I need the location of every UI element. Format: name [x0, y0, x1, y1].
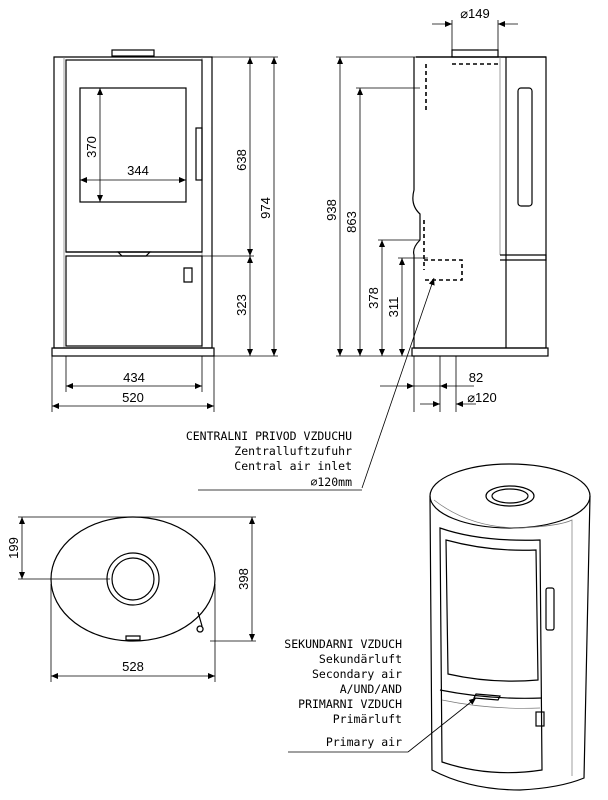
- air-flow-line-5: PRIMARNI VZDUCH: [298, 697, 402, 711]
- air-inlet-line-3: Central air inlet: [234, 459, 352, 473]
- air-flow-line-3: Secondary air: [312, 667, 402, 681]
- persp-flue-inner: [491, 488, 529, 504]
- side-door-handle-panel: [517, 87, 533, 207]
- dim-434-label: 434: [123, 370, 145, 385]
- side-split: [500, 254, 547, 261]
- dim-149-label: ⌀149: [460, 6, 490, 21]
- flue-collar: [451, 49, 499, 58]
- dim-344-label: 344: [127, 163, 149, 178]
- dim-520-label: 520: [122, 390, 144, 405]
- dim-82-label: 82: [469, 370, 483, 385]
- air-slider: [116, 251, 152, 257]
- air-flow-line-2: Sekundärluft: [319, 652, 402, 666]
- dim-638-label: 638: [234, 149, 249, 171]
- air-inlet-leader: [361, 277, 435, 489]
- dim-378-label: 378: [366, 287, 381, 309]
- side-view: ⌀149 938 863 378: [198, 6, 549, 491]
- persp-body: [429, 495, 591, 791]
- air-flow-line-6: Primärluft: [333, 712, 402, 726]
- persp-top: [429, 463, 591, 529]
- air-flow-leader: [407, 697, 477, 753]
- persp-glass: [445, 539, 539, 682]
- persp-front-edge: [433, 499, 573, 776]
- dim-311-label: 311: [386, 297, 401, 318]
- door-handle: [195, 127, 203, 181]
- persp-handle: [545, 587, 555, 631]
- top-lid: [111, 49, 155, 57]
- air-flow-label: SEKUNDARNI VZDUCH Sekundärluft Secondary…: [284, 637, 402, 749]
- air-flow-line-7: Primary air: [326, 735, 402, 749]
- top-handle: [196, 611, 204, 633]
- dim-398-label: 398: [236, 568, 251, 590]
- top-flue-inner: [111, 557, 155, 601]
- persp-latch: [535, 711, 545, 727]
- persp-split: [439, 689, 543, 699]
- air-flow-line-4: A/UND/AND: [340, 682, 402, 696]
- front-view: 370 344 638 323 974 434 520: [51, 49, 278, 412]
- side-base: [411, 347, 549, 357]
- perspective-view: [288, 463, 591, 791]
- top-front-tab: [125, 635, 141, 641]
- air-flow-line-1: SEKUNDARNI VZDUCH: [284, 637, 402, 651]
- dim-199-label: 199: [6, 537, 21, 559]
- side-body: [412, 56, 547, 349]
- lower-door-latch: [183, 267, 193, 283]
- air-inlet-label: CENTRALNI PRIVOD VZDUCHU Zentralluftzufu…: [186, 429, 352, 489]
- dim-370-label: 370: [84, 136, 99, 158]
- persp-lower-top: [441, 699, 541, 709]
- dim-120-label: ⌀120: [467, 390, 497, 405]
- persp-air-slider: [473, 693, 501, 701]
- persp-flue-outer: [485, 485, 535, 507]
- persp-door-frame: [439, 527, 543, 774]
- dim-938-label: 938: [324, 199, 339, 221]
- lower-door: [65, 255, 203, 347]
- dim-974-label: 974: [258, 197, 273, 219]
- air-inlet-line-2: Zentralluftzufuhr: [234, 444, 352, 458]
- air-inlet-line-1: CENTRALNI PRIVOD VZDUCHU: [186, 429, 352, 443]
- dim-863-label: 863: [344, 211, 359, 233]
- front-base: [51, 347, 215, 357]
- top-flue-ring: [106, 552, 160, 606]
- dim-323-label: 323: [234, 294, 249, 316]
- air-inlet-line-4: ⌀120mm: [310, 475, 352, 489]
- dash-inlet-box: [424, 259, 463, 281]
- door-glass: [79, 87, 187, 203]
- top-view: 199 398 528: [6, 516, 256, 682]
- dim-528-label: 528: [122, 659, 144, 674]
